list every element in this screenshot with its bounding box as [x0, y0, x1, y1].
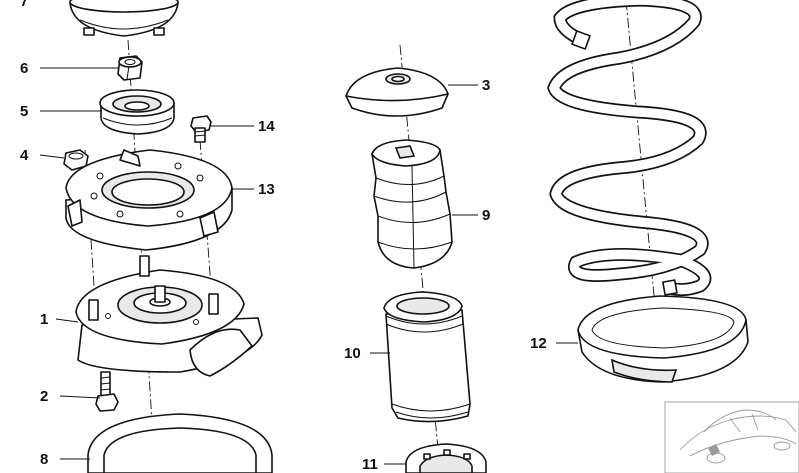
leader-lines [39, 67, 578, 465]
part-5-bearing[interactable] [99, 89, 175, 135]
callout-14: 14 [258, 118, 275, 135]
part-2-bolt[interactable] [95, 371, 119, 412]
part-10-dust-boot[interactable] [383, 291, 471, 423]
part-7-top-cap[interactable] [69, 0, 179, 37]
callout-7: 7 [20, 0, 28, 10]
part-6-nut[interactable] [117, 55, 143, 81]
part-8-spring-pad[interactable] [87, 413, 273, 473]
callout-13: 13 [258, 181, 275, 198]
callout-9: 9 [482, 207, 490, 224]
part-9-bump-stop[interactable] [371, 139, 453, 269]
part-1-spring-seat[interactable] [75, 255, 263, 377]
part-12-spring-seat[interactable] [577, 295, 749, 383]
callout-10: 10 [344, 345, 361, 362]
part-14-bolt[interactable] [190, 115, 212, 143]
part-3-stop-cap[interactable] [345, 67, 449, 117]
part-11-clamp-ring[interactable] [405, 443, 487, 473]
right-assembly-axis [625, 0, 663, 381]
callout-2: 2 [40, 388, 48, 405]
callout-12: 12 [530, 335, 547, 352]
callout-11: 11 [362, 456, 378, 473]
callout-4: 4 [20, 147, 29, 164]
coil-spring[interactable] [547, 0, 712, 297]
callout-1: 1 [40, 311, 48, 328]
callouts: 7 6 5 4 14 13 3 9 1 10 12 2 8 11 [20, 0, 547, 473]
car-location-icon [664, 401, 799, 473]
callout-3: 3 [482, 77, 490, 94]
callout-6: 6 [20, 60, 28, 77]
callout-5: 5 [20, 103, 28, 120]
part-13-mount-plate[interactable] [65, 149, 233, 251]
callout-8: 8 [40, 451, 48, 468]
